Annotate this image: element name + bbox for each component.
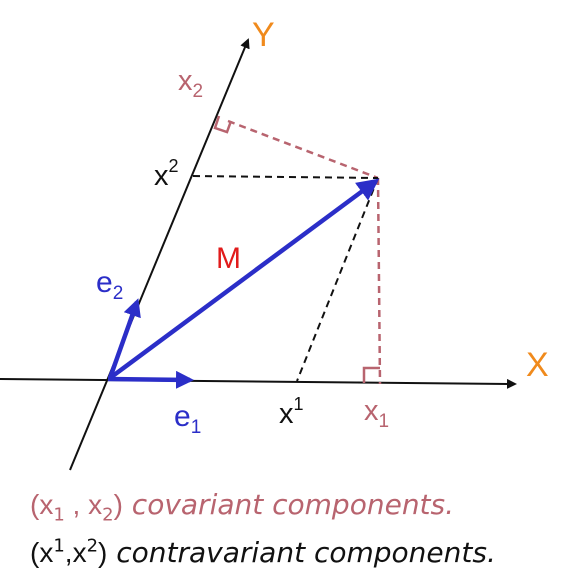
covariant-x1-label: x1	[364, 395, 389, 432]
covariant-caption-a-index: 1	[53, 504, 65, 526]
covariant-caption-close: )	[113, 489, 123, 520]
e2-index: 2	[113, 283, 124, 304]
contravariant-x1-index: 1	[294, 394, 304, 414]
contravariant-caption-a: x	[39, 537, 54, 568]
contravariant-caption-text: contravariant components.	[107, 536, 496, 569]
contravariant-projection-x	[296, 177, 379, 382]
covariant-caption-a: x	[39, 489, 54, 520]
contravariant-x2-label: x2	[154, 156, 179, 192]
covariant-x1-base: x	[364, 395, 379, 427]
vector-m-label: M	[216, 242, 241, 275]
covariant-projection-x	[376, 177, 382, 385]
contravariant-x1-label: x1	[279, 394, 304, 430]
e1-index: 1	[191, 417, 202, 438]
e2-base: e	[96, 266, 113, 299]
covariant-caption-b-index: 2	[102, 504, 114, 526]
covariant-x2-index: 2	[193, 81, 204, 102]
covariant-x2-base: x	[178, 65, 193, 97]
contravariant-caption-b: x	[72, 537, 87, 568]
y-axis-title: Y	[252, 16, 275, 54]
contravariant-caption-b-index: 2	[86, 535, 99, 557]
covariant-caption-b: x	[88, 489, 103, 520]
contravariant-x2-base: x	[154, 160, 169, 192]
contravariant-x1-base: x	[279, 398, 294, 430]
covariant-caption-text: covariant components.	[122, 488, 455, 521]
contravariant-caption-a-index: 1	[53, 535, 65, 557]
covariant-caption: (x1 , x2) covariant components.	[30, 488, 455, 524]
covariant-caption-sep: ,	[64, 489, 89, 520]
contravariant-caption: (x1,x2) contravariant components.	[30, 536, 496, 569]
covariant-projection-y	[227, 119, 379, 180]
covariant-x2-label: x2	[178, 65, 203, 102]
basis-vector-e1-label: e1	[174, 400, 201, 438]
e1-base: e	[174, 400, 191, 433]
basis-vector-e1	[107, 370, 194, 389]
contravariant-caption-close: )	[98, 537, 108, 568]
contravariant-caption-sep: ,	[64, 537, 73, 568]
vector-m	[108, 178, 380, 380]
right-angle-marker-x	[362, 366, 380, 383]
contravariant-caption-open: (	[30, 537, 40, 568]
right-angle-marker-y	[213, 115, 233, 134]
contravariant-x2-index: 2	[169, 156, 179, 176]
basis-vector-e2-label: e2	[96, 266, 123, 304]
x-axis	[0, 378, 517, 389]
y-axis	[69, 38, 250, 471]
covariant-x1-index: 1	[379, 411, 390, 432]
x-axis-title: X	[526, 346, 549, 384]
covariant-caption-open: (	[30, 489, 40, 520]
contravariant-projection-y	[192, 175, 379, 179]
basis-vector-e2	[107, 298, 141, 379]
